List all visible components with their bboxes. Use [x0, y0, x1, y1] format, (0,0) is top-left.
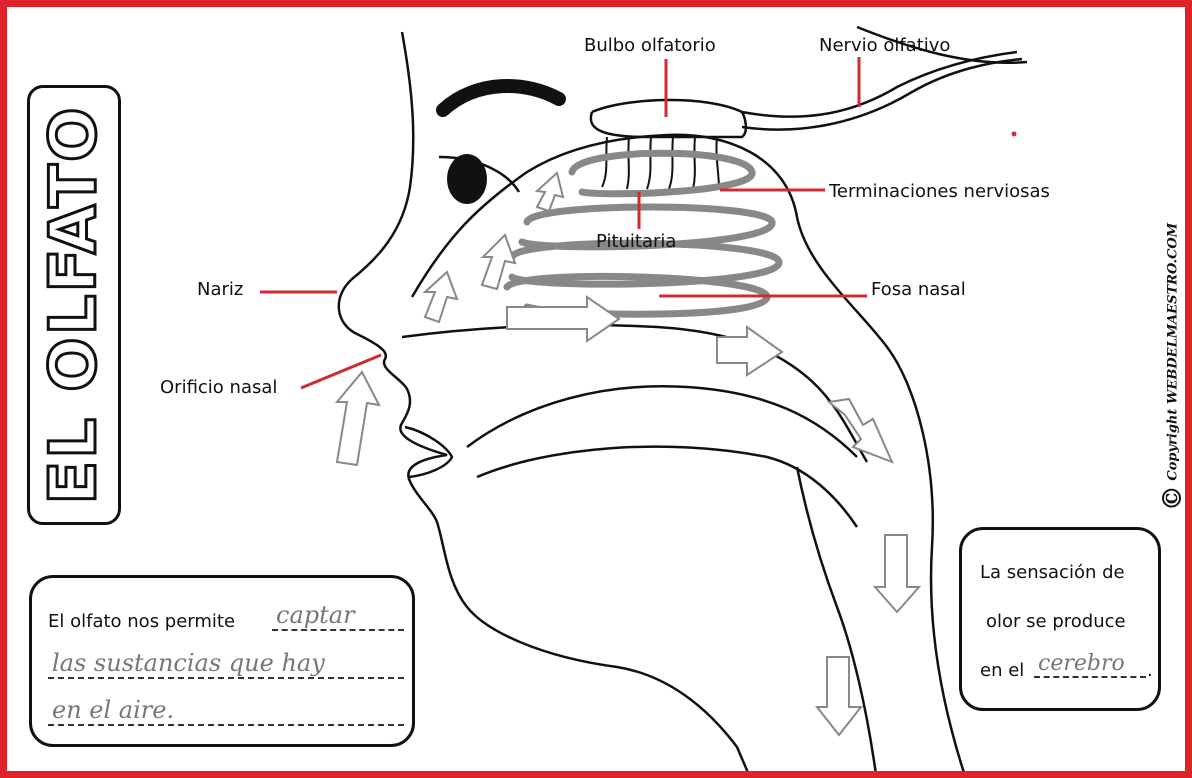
- red-dot: [1011, 131, 1017, 137]
- face-profile: [337, 31, 749, 771]
- olfactory-bulb-shape: [591, 50, 1023, 131]
- airflow-arrows: [334, 171, 922, 737]
- nerve-endings: [601, 136, 720, 190]
- title-box: EL OLFATO: [27, 85, 121, 525]
- answer-captar: captar: [272, 602, 404, 632]
- label-terminaciones-nerviosas: Terminaciones nerviosas: [829, 181, 1050, 202]
- nasal-passage: [401, 323, 869, 463]
- label-bulbo-olfatorio: Bulbo olfatorio: [584, 35, 716, 56]
- palate: [466, 385, 858, 458]
- box-right-line1: La sensación de: [980, 562, 1125, 583]
- label-fosa-nasal: Fosa nasal: [871, 279, 966, 300]
- label-nervio-olfativo: Nervio olfativo: [819, 35, 951, 56]
- box-left-line1: El olfato nos permite: [48, 611, 236, 632]
- box-right-period: .: [1147, 660, 1153, 681]
- copyright-text: Copyright WEBDELMAESTRO.COM: [1165, 222, 1181, 481]
- eyebrow: [436, 79, 566, 117]
- label-nariz: Nariz: [197, 279, 244, 300]
- sensacion-box: La sensación de olor se produce en el ce…: [959, 527, 1161, 711]
- box-right-line3: en el: [980, 660, 1025, 681]
- copyright-icon: ©: [1158, 485, 1188, 512]
- answer-aire: en el aire.: [48, 697, 404, 727]
- eye: [447, 154, 487, 204]
- leader-lines: [260, 57, 867, 390]
- eye-lid: [438, 155, 521, 193]
- box-right-line2: olor se produce: [986, 611, 1126, 632]
- leader-orificio: [300, 353, 382, 390]
- nasal-roof: [410, 133, 799, 298]
- head-diagram: [260, 25, 1028, 771]
- label-orificio-nasal: Orificio nasal: [160, 377, 278, 398]
- answer-cerebro: cerebro: [1034, 652, 1146, 679]
- label-pituitaria: Pituitaria: [596, 231, 677, 252]
- throat-front: [795, 466, 877, 771]
- answer-sustancias: las sustancias que hay: [48, 650, 404, 680]
- olfato-definition-box: El olfato nos permite captar las sustanc…: [29, 575, 415, 747]
- page-title: EL OLFATO: [36, 104, 113, 506]
- skull-line: [856, 25, 1028, 64]
- back-of-throat: [795, 216, 965, 771]
- tongue: [476, 445, 859, 528]
- mouth-lip: [404, 425, 454, 479]
- copyright-notice: © Copyright WEBDELMAESTRO.COM: [1158, 222, 1188, 512]
- olfactory-bulb-base: [589, 111, 748, 139]
